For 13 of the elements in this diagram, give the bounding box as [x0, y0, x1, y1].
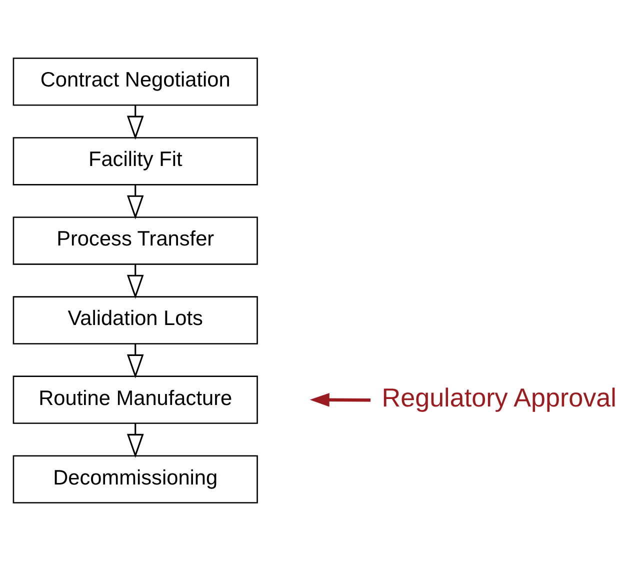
- node-box: Contract Negotiation: [12, 58, 258, 106]
- node-box: Validation Lots: [12, 296, 258, 344]
- node-box: Decommissioning: [12, 455, 258, 504]
- arrow: [126, 423, 144, 458]
- node-box: Process Transfer: [12, 216, 258, 265]
- node-box: Routine Manufacture: [12, 376, 258, 424]
- node-text: Regulatory Approval: [382, 382, 616, 412]
- arrow: [126, 105, 144, 140]
- node-box: Facility Fit: [12, 137, 258, 186]
- arrow: [126, 184, 144, 220]
- arrow: [126, 344, 144, 378]
- arrow: [126, 264, 144, 299]
- arrow: [310, 393, 371, 407]
